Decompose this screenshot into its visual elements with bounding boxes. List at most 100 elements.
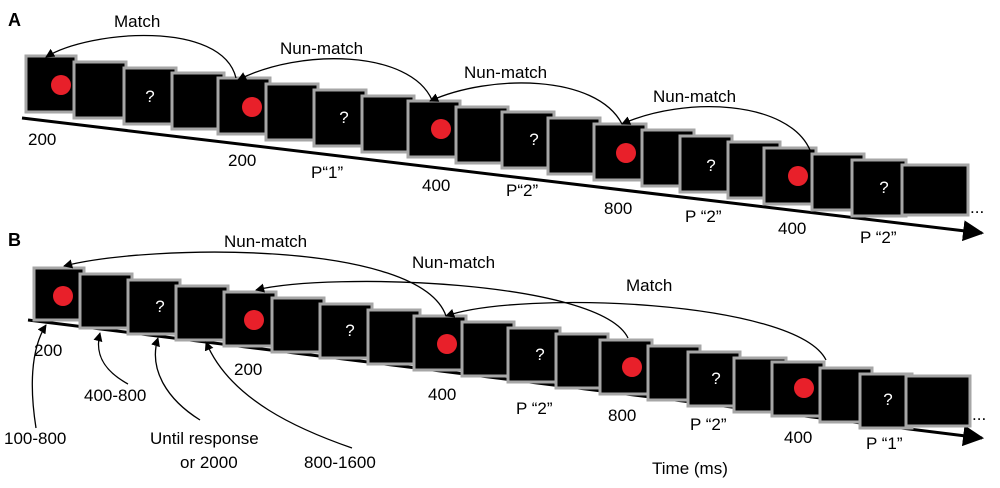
blank-frame bbox=[460, 320, 516, 378]
arc-label: Match bbox=[626, 276, 672, 295]
stimulus-frame bbox=[598, 338, 654, 396]
blank-frame bbox=[78, 272, 134, 330]
blank-frame bbox=[366, 308, 422, 366]
frame-sequence-a: ? ? ? ? ? bbox=[24, 54, 970, 218]
duration-label: 400 bbox=[428, 385, 456, 404]
pointer-400-800 bbox=[93, 332, 129, 385]
question-mark-icon: ? bbox=[345, 321, 354, 340]
red-dot-icon bbox=[622, 357, 642, 377]
probe-label: P “2” bbox=[690, 415, 727, 434]
comparison-arcs-b bbox=[63, 251, 827, 361]
question-mark-icon: ? bbox=[529, 130, 538, 149]
probe-frame: ? bbox=[318, 302, 374, 360]
stimulus-frame bbox=[412, 314, 468, 372]
arc-match bbox=[45, 34, 237, 79]
question-mark-icon: ? bbox=[711, 369, 720, 388]
question-mark-icon: ? bbox=[883, 390, 892, 409]
stimulus-frame bbox=[770, 360, 826, 418]
red-dot-icon bbox=[53, 286, 73, 306]
probe-label: P “2” bbox=[516, 399, 553, 418]
pointer-800-1600 bbox=[204, 341, 353, 449]
red-dot-icon bbox=[431, 119, 451, 139]
time-axis-a bbox=[21, 116, 985, 242]
duration-label: 400 bbox=[422, 176, 450, 195]
red-dot-icon bbox=[242, 97, 262, 117]
duration-label: 800 bbox=[604, 199, 632, 218]
red-dot-icon bbox=[437, 334, 457, 354]
ellipsis-label: ... bbox=[970, 198, 984, 217]
probe-frame: ? bbox=[686, 350, 742, 408]
duration-label: 800 bbox=[608, 406, 636, 425]
probe-label: P“2” bbox=[506, 181, 538, 200]
blank-frame bbox=[270, 296, 326, 354]
panel-b: B ? ? ? ? ? bbox=[4, 230, 986, 478]
probe-frame: ? bbox=[506, 326, 562, 384]
pointer-100-800 bbox=[31, 324, 47, 429]
timing-label: Until response bbox=[150, 429, 259, 448]
question-mark-icon: ? bbox=[879, 178, 888, 197]
probe-frame: ? bbox=[850, 158, 908, 218]
duration-label: 400 bbox=[784, 428, 812, 447]
probe-label: P “1” bbox=[866, 434, 903, 453]
blank-frame bbox=[170, 71, 226, 131]
timing-label: 100-800 bbox=[4, 429, 66, 448]
arc-nun-match bbox=[63, 251, 447, 317]
arc-label: Nun-match bbox=[280, 39, 363, 58]
blank-frame bbox=[454, 105, 510, 165]
stimulus-frame bbox=[592, 122, 648, 182]
stimulus-frame bbox=[762, 146, 818, 206]
question-mark-icon: ? bbox=[339, 108, 348, 127]
probe-frame: ? bbox=[500, 110, 556, 170]
arc-label: Nun-match bbox=[464, 63, 547, 82]
red-dot-icon bbox=[244, 310, 264, 330]
arc-nun-match bbox=[255, 280, 629, 339]
stimulus-frame bbox=[222, 290, 278, 348]
blank-frame bbox=[174, 284, 230, 342]
probe-frame: ? bbox=[858, 372, 914, 430]
blank-frame bbox=[264, 82, 320, 142]
arc-match bbox=[445, 301, 827, 361]
pointer-until-response bbox=[151, 337, 201, 421]
probe-frame: ? bbox=[122, 66, 178, 126]
frame-sequence-b: ? ? ? ? ? bbox=[32, 266, 972, 430]
blank-frame bbox=[546, 116, 602, 176]
duration-label: 200 bbox=[228, 151, 256, 170]
question-mark-icon: ? bbox=[155, 297, 164, 316]
stimulus-frame bbox=[406, 99, 462, 159]
arc-label: Nun-match bbox=[224, 232, 307, 251]
timing-label: 800-1600 bbox=[304, 453, 376, 472]
duration-label: 200 bbox=[28, 130, 56, 149]
probe-label: P“1” bbox=[311, 163, 343, 182]
comparison-arcs-a bbox=[45, 34, 811, 151]
probe-label: P “2” bbox=[685, 207, 722, 226]
timing-label: or 2000 bbox=[180, 453, 238, 472]
time-axis-label: Time (ms) bbox=[652, 459, 728, 478]
probe-frame: ? bbox=[312, 88, 368, 148]
blank-frame bbox=[900, 163, 970, 217]
red-dot-icon bbox=[794, 378, 814, 398]
ellipsis-label: ... bbox=[972, 405, 986, 424]
question-mark-icon: ? bbox=[706, 156, 715, 175]
panel-label-a: A bbox=[8, 10, 21, 30]
question-mark-icon: ? bbox=[535, 345, 544, 364]
panel-a: A ? ? ? ? ? bbox=[8, 10, 984, 247]
question-mark-icon: ? bbox=[145, 87, 154, 106]
arc-nun-match bbox=[429, 82, 623, 125]
probe-frame: ? bbox=[678, 134, 734, 194]
stimulus-frame bbox=[24, 54, 78, 114]
arc-label: Nun-match bbox=[412, 253, 495, 272]
duration-label: 200 bbox=[34, 341, 62, 360]
arc-label: Match bbox=[114, 12, 160, 31]
probe-frame: ? bbox=[126, 278, 182, 336]
stimulus-frame bbox=[32, 266, 86, 322]
red-dot-icon bbox=[788, 166, 808, 186]
timing-label: 400-800 bbox=[84, 386, 146, 405]
timing-pointers bbox=[31, 324, 353, 449]
arc-label: Nun-match bbox=[653, 87, 736, 106]
duration-label: 400 bbox=[778, 219, 806, 238]
blank-frame bbox=[72, 60, 128, 120]
red-dot-icon bbox=[616, 143, 636, 163]
stimulus-frame bbox=[216, 76, 272, 136]
probe-label: P “2” bbox=[860, 228, 897, 247]
